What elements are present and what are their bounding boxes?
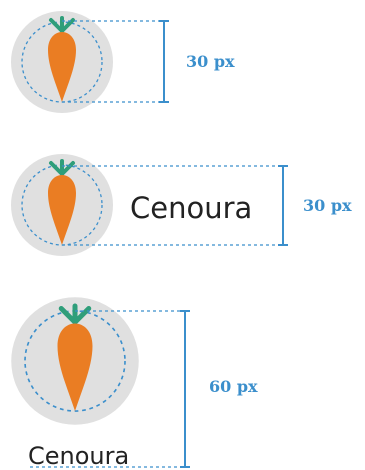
example-2: Cenoura 30 px bbox=[9, 152, 352, 258]
dimension-label: 30 px bbox=[303, 196, 352, 215]
caption: Cenoura bbox=[130, 191, 252, 225]
example-3: Cenoura 60 px bbox=[11, 297, 258, 470]
dimension-label: 30 px bbox=[186, 52, 235, 71]
caption: Cenoura bbox=[28, 442, 129, 470]
example-1: 30 px bbox=[9, 9, 235, 115]
carrot-icon bbox=[9, 9, 115, 115]
carrot-icon bbox=[11, 297, 139, 425]
carrot-icon bbox=[9, 152, 115, 258]
dimension-label: 60 px bbox=[209, 377, 258, 396]
